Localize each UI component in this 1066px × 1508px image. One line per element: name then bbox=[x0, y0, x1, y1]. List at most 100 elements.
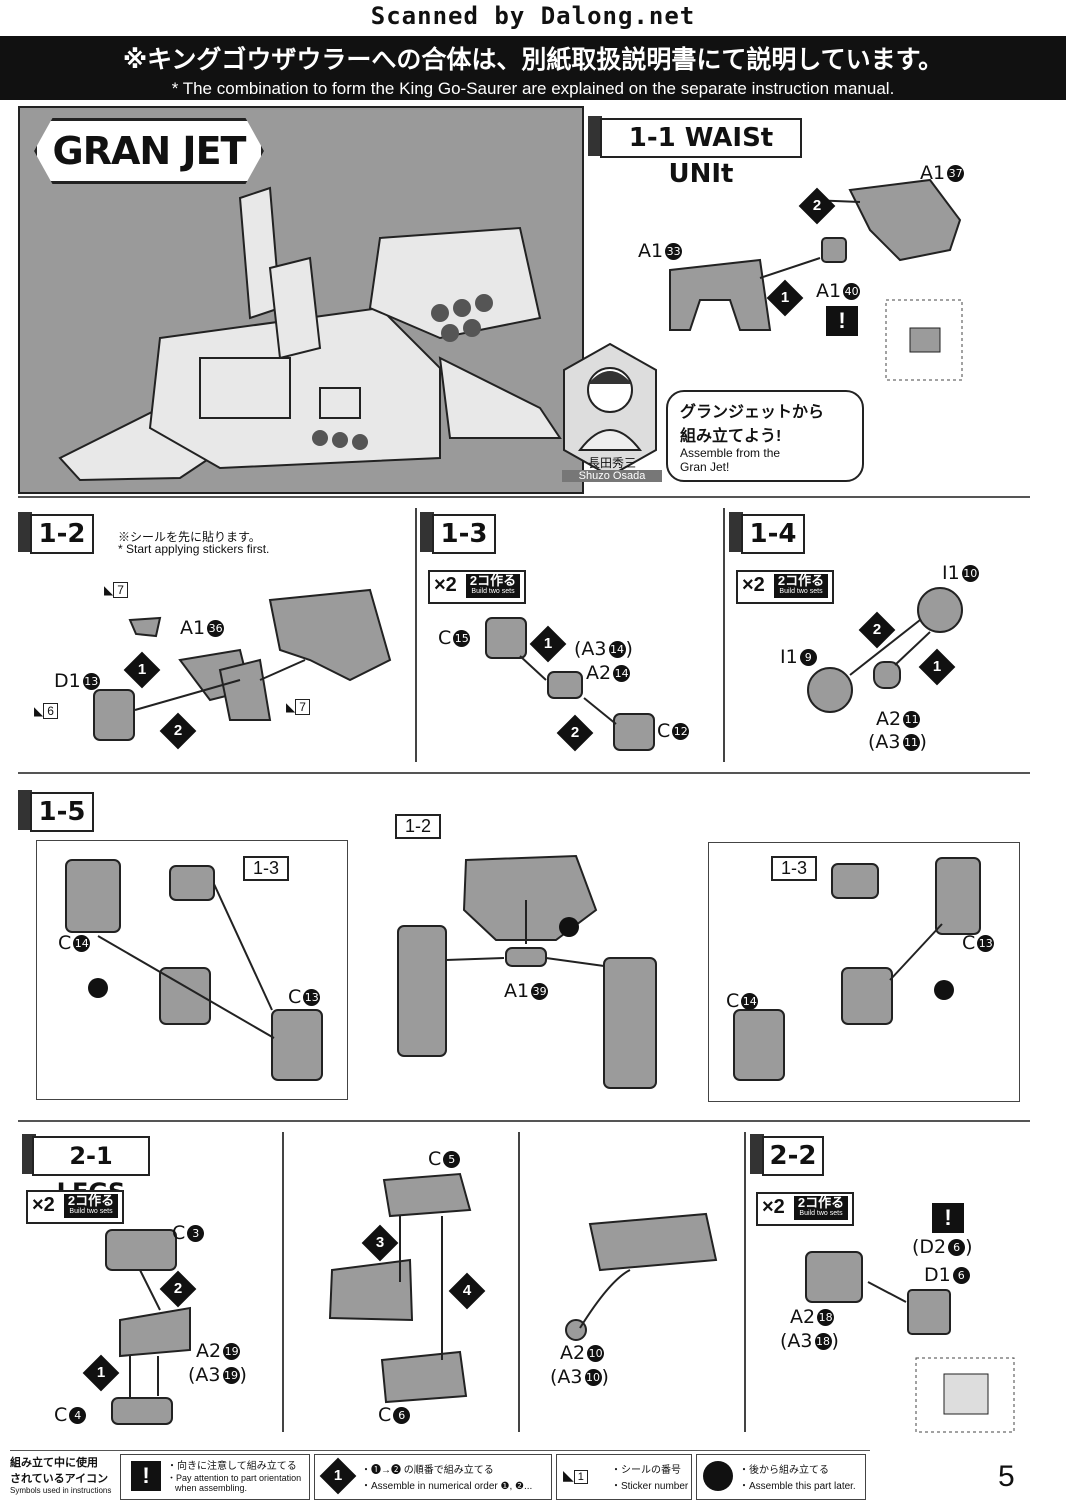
step-flag bbox=[750, 1134, 764, 1174]
sticker-note-en: * Start applying stickers first. bbox=[118, 542, 270, 556]
divider bbox=[18, 1120, 1030, 1122]
bubble-en2: Gran Jet! bbox=[680, 460, 730, 474]
step-marker-2: 2 bbox=[159, 1270, 197, 1308]
legend-title: 組み立て中に使用 されているアイコン Symbols used in instr… bbox=[10, 1457, 112, 1495]
step-flag bbox=[588, 116, 602, 156]
step-1-2-diagram bbox=[93, 588, 392, 741]
character-portrait bbox=[560, 340, 660, 480]
step-1-2-title: 1-2 bbox=[30, 514, 94, 554]
divider bbox=[415, 508, 417, 762]
step-flag bbox=[420, 512, 434, 552]
ref-1-3-right: 1-3 bbox=[771, 856, 818, 881]
bubble-jp2: 組み立てよう! bbox=[680, 428, 782, 445]
step-1-4-diagram bbox=[807, 587, 963, 713]
attention-icon: ! bbox=[826, 306, 858, 336]
notice-banner: ※キングゴウザウラーへの合体は、別紙取扱説明書にて説明しています。 * The … bbox=[0, 36, 1066, 100]
gran-jet-panel bbox=[18, 106, 584, 494]
step-2-1-diagram bbox=[105, 1172, 718, 1425]
sticker-7b: ◣7 bbox=[286, 699, 310, 715]
step-2-2-title: 2-2 bbox=[762, 1136, 824, 1176]
step-marker-2: 2 bbox=[858, 611, 896, 649]
speech-bubble: グランジェットから 組み立てよう! Assemble from the Gran… bbox=[666, 390, 864, 482]
step-flag bbox=[18, 790, 32, 830]
bubble-en1: Assemble from the bbox=[680, 446, 781, 460]
step-marker-4: 4 bbox=[448, 1272, 486, 1310]
divider bbox=[518, 1132, 520, 1432]
order-icon: 1 bbox=[319, 1457, 357, 1495]
divider bbox=[744, 1132, 746, 1432]
sticker-6: ◣6 bbox=[34, 703, 58, 719]
step-1-5-diagram bbox=[65, 854, 981, 1089]
step-marker-2: 2 bbox=[798, 187, 836, 225]
step-marker-1: 1 bbox=[123, 651, 161, 689]
character-name-jp: 長田秀三 bbox=[587, 456, 636, 470]
step-1-5-title: 1-5 bbox=[30, 792, 94, 832]
notice-en: * The combination to form the King Go-Sa… bbox=[171, 79, 895, 98]
step-marker-3: 3 bbox=[361, 1224, 399, 1262]
sticker-7a: ◣7 bbox=[104, 582, 128, 598]
character-name-en: Shuzo Osada bbox=[562, 470, 662, 482]
divider bbox=[10, 1450, 870, 1451]
divider bbox=[723, 508, 725, 762]
page-number: 5 bbox=[998, 1460, 1015, 1493]
later-icon bbox=[703, 1461, 733, 1491]
step-marker-1: 1 bbox=[918, 648, 956, 686]
step-marker-1: 1 bbox=[766, 279, 804, 317]
step-1-4-title: 1-4 bbox=[741, 514, 805, 554]
step-marker-2: 2 bbox=[159, 712, 197, 750]
gran-jet-illustration bbox=[58, 186, 562, 482]
legend-order: 1 ・❶→❷ の順番で組み立てる ・Assemble in numerical … bbox=[314, 1454, 552, 1500]
ref-1-2: 1-2 bbox=[395, 814, 442, 839]
step-marker-1: 1 bbox=[529, 625, 567, 663]
divider bbox=[282, 1132, 284, 1432]
divider bbox=[18, 772, 1030, 774]
right-inset bbox=[708, 842, 1020, 1102]
step-1-3-title: 1-3 bbox=[432, 514, 496, 554]
step-marker-1: 1 bbox=[82, 1354, 120, 1392]
left-inset bbox=[36, 840, 348, 1100]
step-marker-2: 2 bbox=[556, 714, 594, 752]
bubble-jp1: グランジェットから bbox=[680, 404, 825, 421]
sticker-icon: ◣1 bbox=[563, 1467, 588, 1484]
scanned-watermark: Scanned by Dalong.net bbox=[370, 2, 696, 30]
divider bbox=[18, 496, 1030, 498]
step-1-1-title: 1-1 WAISt UNIt bbox=[600, 118, 802, 189]
ref-1-3-left: 1-3 bbox=[243, 856, 290, 881]
notice-jp: ※キングゴウザウラーへの合体は、別紙取扱説明書にて説明しています。 bbox=[122, 45, 944, 74]
legend-sticker: ◣1 ・シールの番号 ・Sticker number bbox=[556, 1454, 692, 1500]
attention-icon: ! bbox=[131, 1461, 161, 1491]
sticker-note-jp: ※シールを先に貼ります。 bbox=[118, 530, 261, 544]
step-flag bbox=[729, 512, 743, 552]
